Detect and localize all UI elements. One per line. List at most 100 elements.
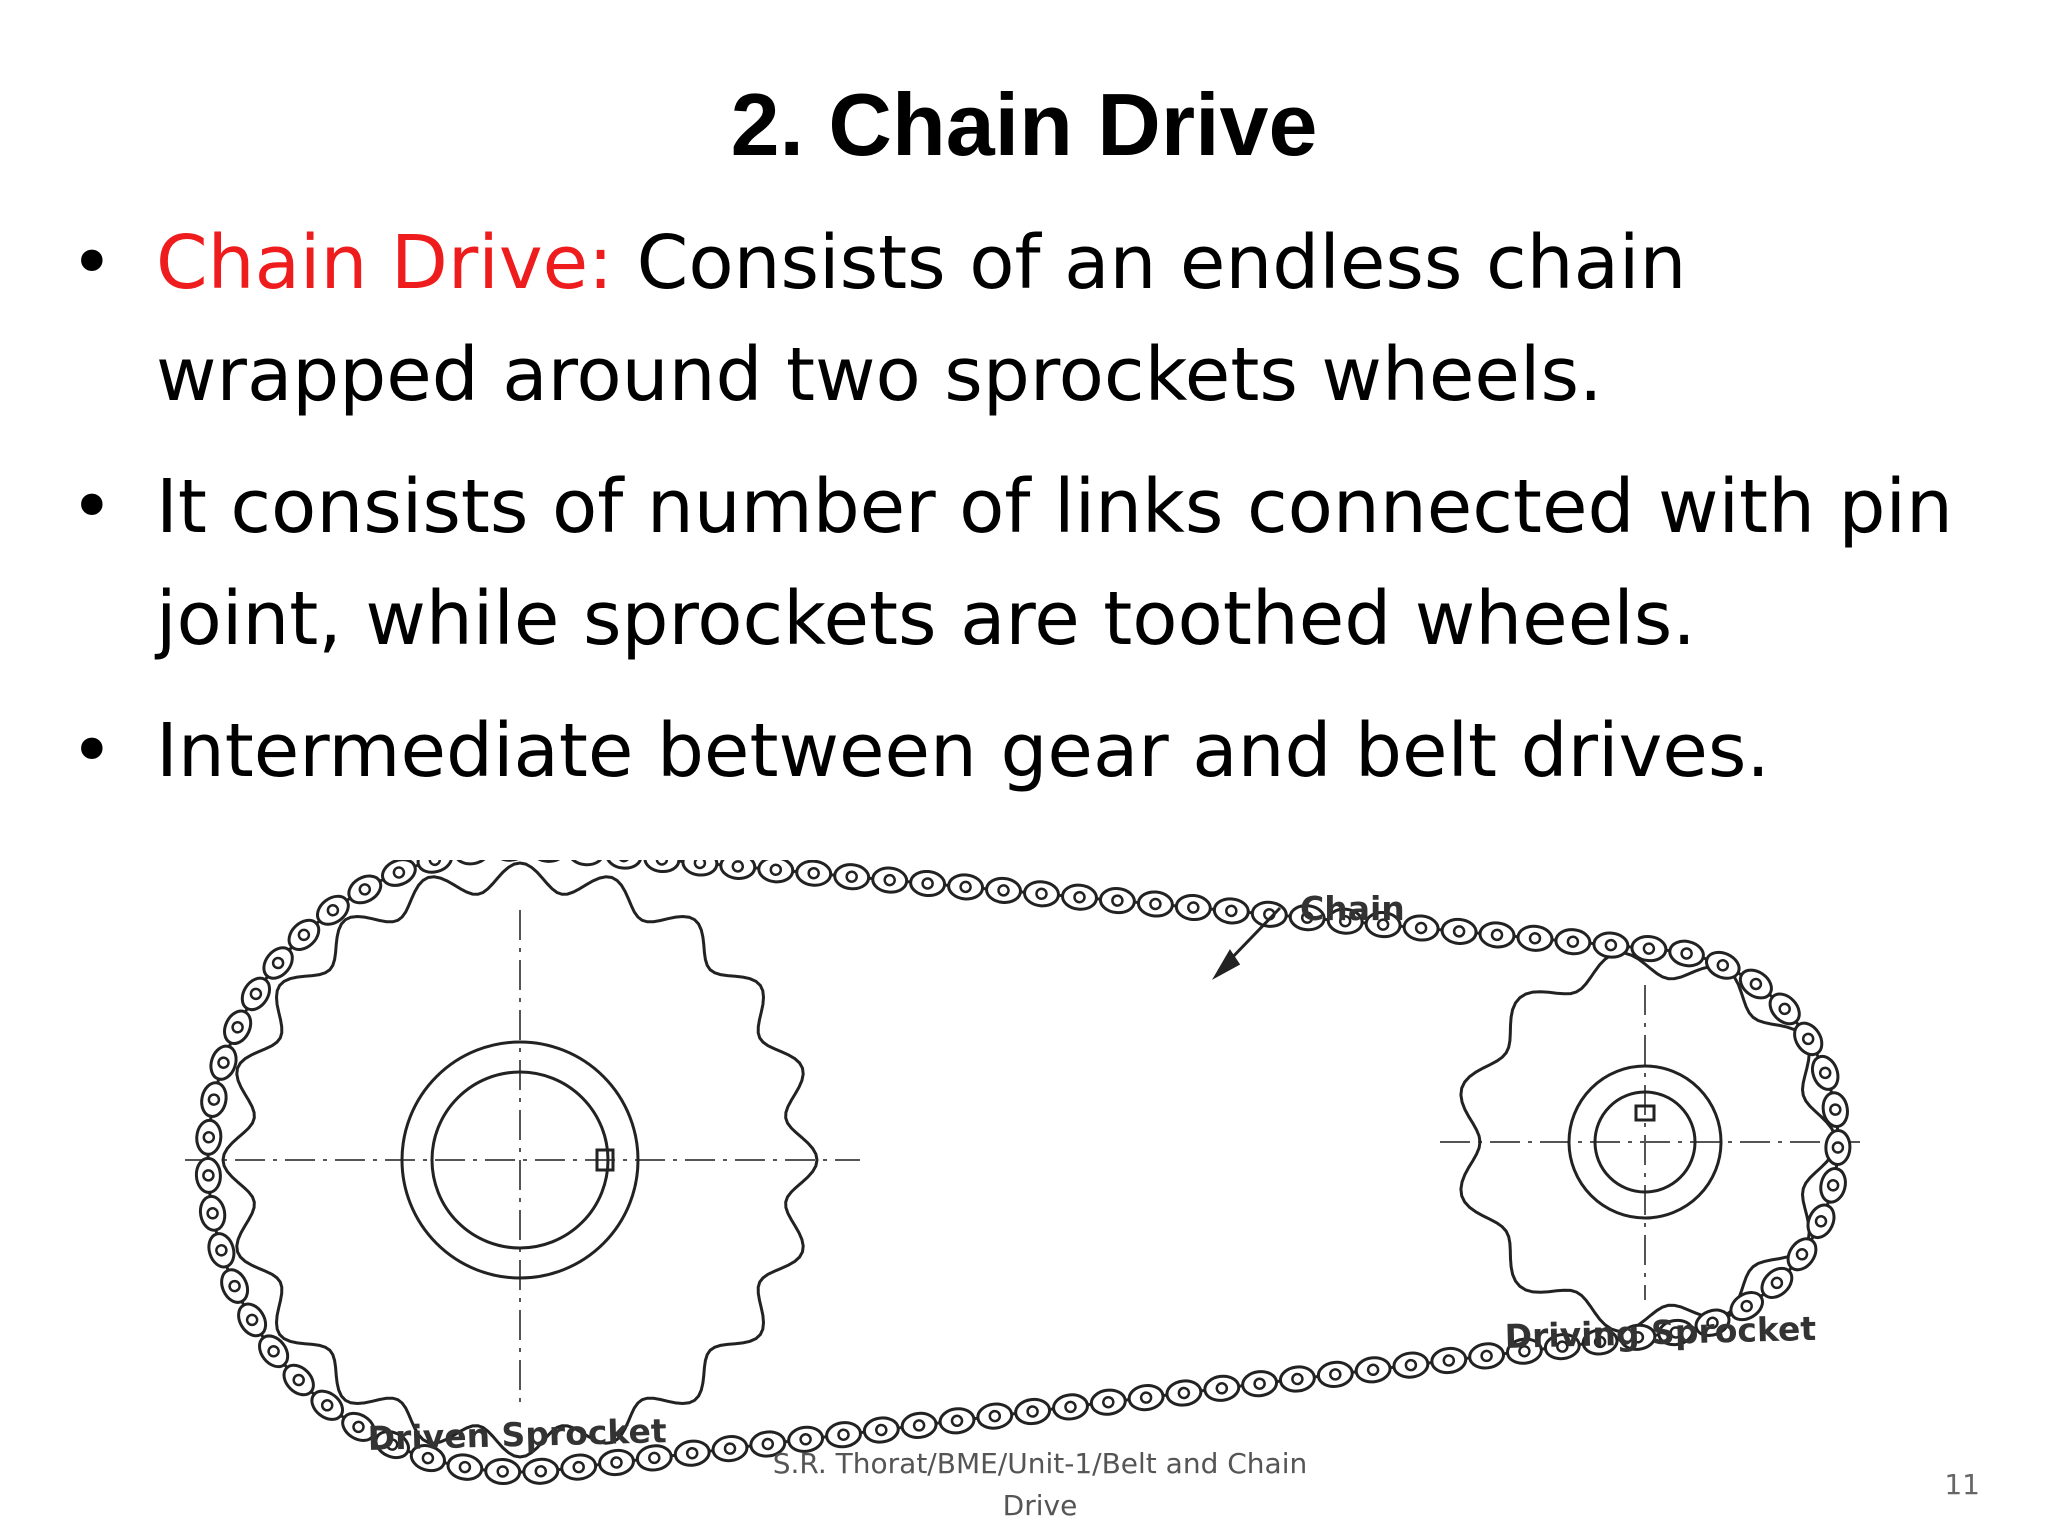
chain-link: [1729, 1291, 1764, 1322]
chain-link: [1478, 921, 1516, 949]
chain-link: [381, 860, 417, 887]
chain-link: [484, 1457, 522, 1486]
chain-link: [719, 860, 757, 880]
chain-link: [1250, 900, 1288, 928]
bullet-text: It consists of number of links connected…: [156, 464, 1953, 662]
chain-label: Chain: [1300, 889, 1405, 928]
chain-link: [200, 1081, 228, 1118]
chain-link: [871, 866, 909, 894]
chain-link: [1793, 1021, 1824, 1057]
slide-title: 2. Chain Drive: [730, 75, 1318, 174]
chain-link: [909, 869, 947, 898]
chain-link: [976, 1402, 1014, 1430]
chain-link: [1760, 1266, 1794, 1299]
chain-link: [1592, 931, 1630, 959]
chain-link: [522, 1457, 560, 1485]
chain-link: [1824, 1129, 1852, 1166]
chain-link: [787, 1425, 825, 1453]
chain-link: [673, 1439, 711, 1467]
chain-link: [220, 1268, 250, 1304]
slide-footer: S.R. Thorat/BME/Unit-1/Belt and Chain Dr…: [772, 1447, 1308, 1522]
chain-link: [1288, 904, 1326, 932]
chain-link: [347, 874, 383, 905]
chain-link: [833, 863, 871, 891]
driven-sprocket-label: Driven Sprocket: [367, 1411, 667, 1458]
chain-link: [529, 860, 567, 863]
chain-link: [446, 1453, 484, 1481]
chain-link: [1089, 1388, 1127, 1416]
chain-link: [1619, 1323, 1657, 1351]
chain-link: [287, 918, 321, 952]
chain-link: [282, 1363, 315, 1397]
chain-link: [605, 860, 643, 870]
bullet-item: • It consists of number of links connecte…: [70, 451, 2000, 675]
chain-link: [947, 873, 985, 901]
chain-link: [1630, 935, 1668, 963]
chain-link: [1430, 1346, 1468, 1375]
chain-link: [643, 860, 681, 874]
chain-link: [1819, 1167, 1847, 1204]
driven-sprocket: [221, 861, 819, 1459]
chain-label-leader: [1211, 906, 1282, 980]
chain-link: [1657, 1318, 1695, 1347]
chain-link: [262, 946, 294, 980]
center-lines: [185, 910, 1860, 1405]
chain-link: [1668, 939, 1705, 968]
chain-link: [749, 1430, 787, 1458]
bullet-lead: Chain Drive:: [156, 220, 614, 306]
chain-link: [1810, 1054, 1840, 1091]
chain-link: [1278, 1365, 1316, 1393]
chain-link: [237, 1302, 268, 1338]
chain-link: [1023, 880, 1060, 908]
chain-link: [1402, 914, 1440, 942]
chain-link: [1364, 911, 1402, 939]
chain-link: [598, 1448, 635, 1477]
chain-link: [635, 1444, 673, 1472]
chain: [194, 860, 1852, 1486]
chain-link: [1014, 1397, 1052, 1426]
bullet-dot-icon: •: [70, 708, 114, 794]
chain-link: [1821, 1091, 1849, 1128]
bullet-list: • Chain Drive: Consists of an endless cha…: [70, 207, 2000, 827]
chain-link: [681, 860, 719, 877]
driven-sprocket-teeth: [221, 861, 819, 1459]
chain-link: [560, 1453, 598, 1481]
chain-link: [1165, 1379, 1203, 1407]
chain-link: [1136, 890, 1174, 918]
chain-link: [194, 1156, 222, 1194]
chain-link: [1052, 1393, 1089, 1421]
chain-link: [209, 1044, 238, 1081]
chain-link: [195, 1118, 223, 1156]
chain-link: [1203, 1374, 1241, 1402]
chain-link: [1554, 928, 1592, 956]
chain-link: [825, 1421, 862, 1449]
chain-link: [1061, 883, 1098, 911]
chain-link: [1354, 1356, 1392, 1384]
chain-link: [1543, 1333, 1581, 1361]
chain-link: [1326, 907, 1364, 935]
bullet-dot-icon: •: [70, 464, 114, 550]
chain-link: [900, 1411, 938, 1439]
bullet-text: Consists of an endless chain wrapped aro…: [156, 220, 1687, 418]
chain-link: [416, 860, 453, 874]
page-number: 11: [1944, 1468, 1980, 1501]
chain-link: [1468, 1342, 1506, 1370]
chain-link: [258, 1334, 290, 1369]
chain-drive-diagram: Chain Driven Sprocket Driving Sprocket: [185, 860, 1860, 1486]
bullet-text: Intermediate between gear and belt drive…: [156, 708, 1770, 794]
chain-link: [409, 1444, 447, 1473]
chain-link: [1705, 950, 1741, 980]
chain-link: [985, 876, 1022, 904]
chain-link: [567, 860, 605, 867]
driving-sprocket-label: Driving Sprocket: [1504, 1309, 1817, 1356]
chain-link: [1392, 1351, 1430, 1379]
chain-link: [1738, 968, 1773, 1000]
chain-link: [1505, 1337, 1543, 1365]
chain-link: [1694, 1308, 1731, 1338]
bullet-dot-icon: •: [70, 220, 114, 306]
chain-link: [1516, 924, 1554, 952]
chain-link: [1316, 1360, 1354, 1388]
chain-link: [711, 1435, 749, 1463]
bullet-item: • Intermediate between gear and belt driv…: [70, 695, 2000, 807]
chain-link: [1786, 1237, 1818, 1272]
